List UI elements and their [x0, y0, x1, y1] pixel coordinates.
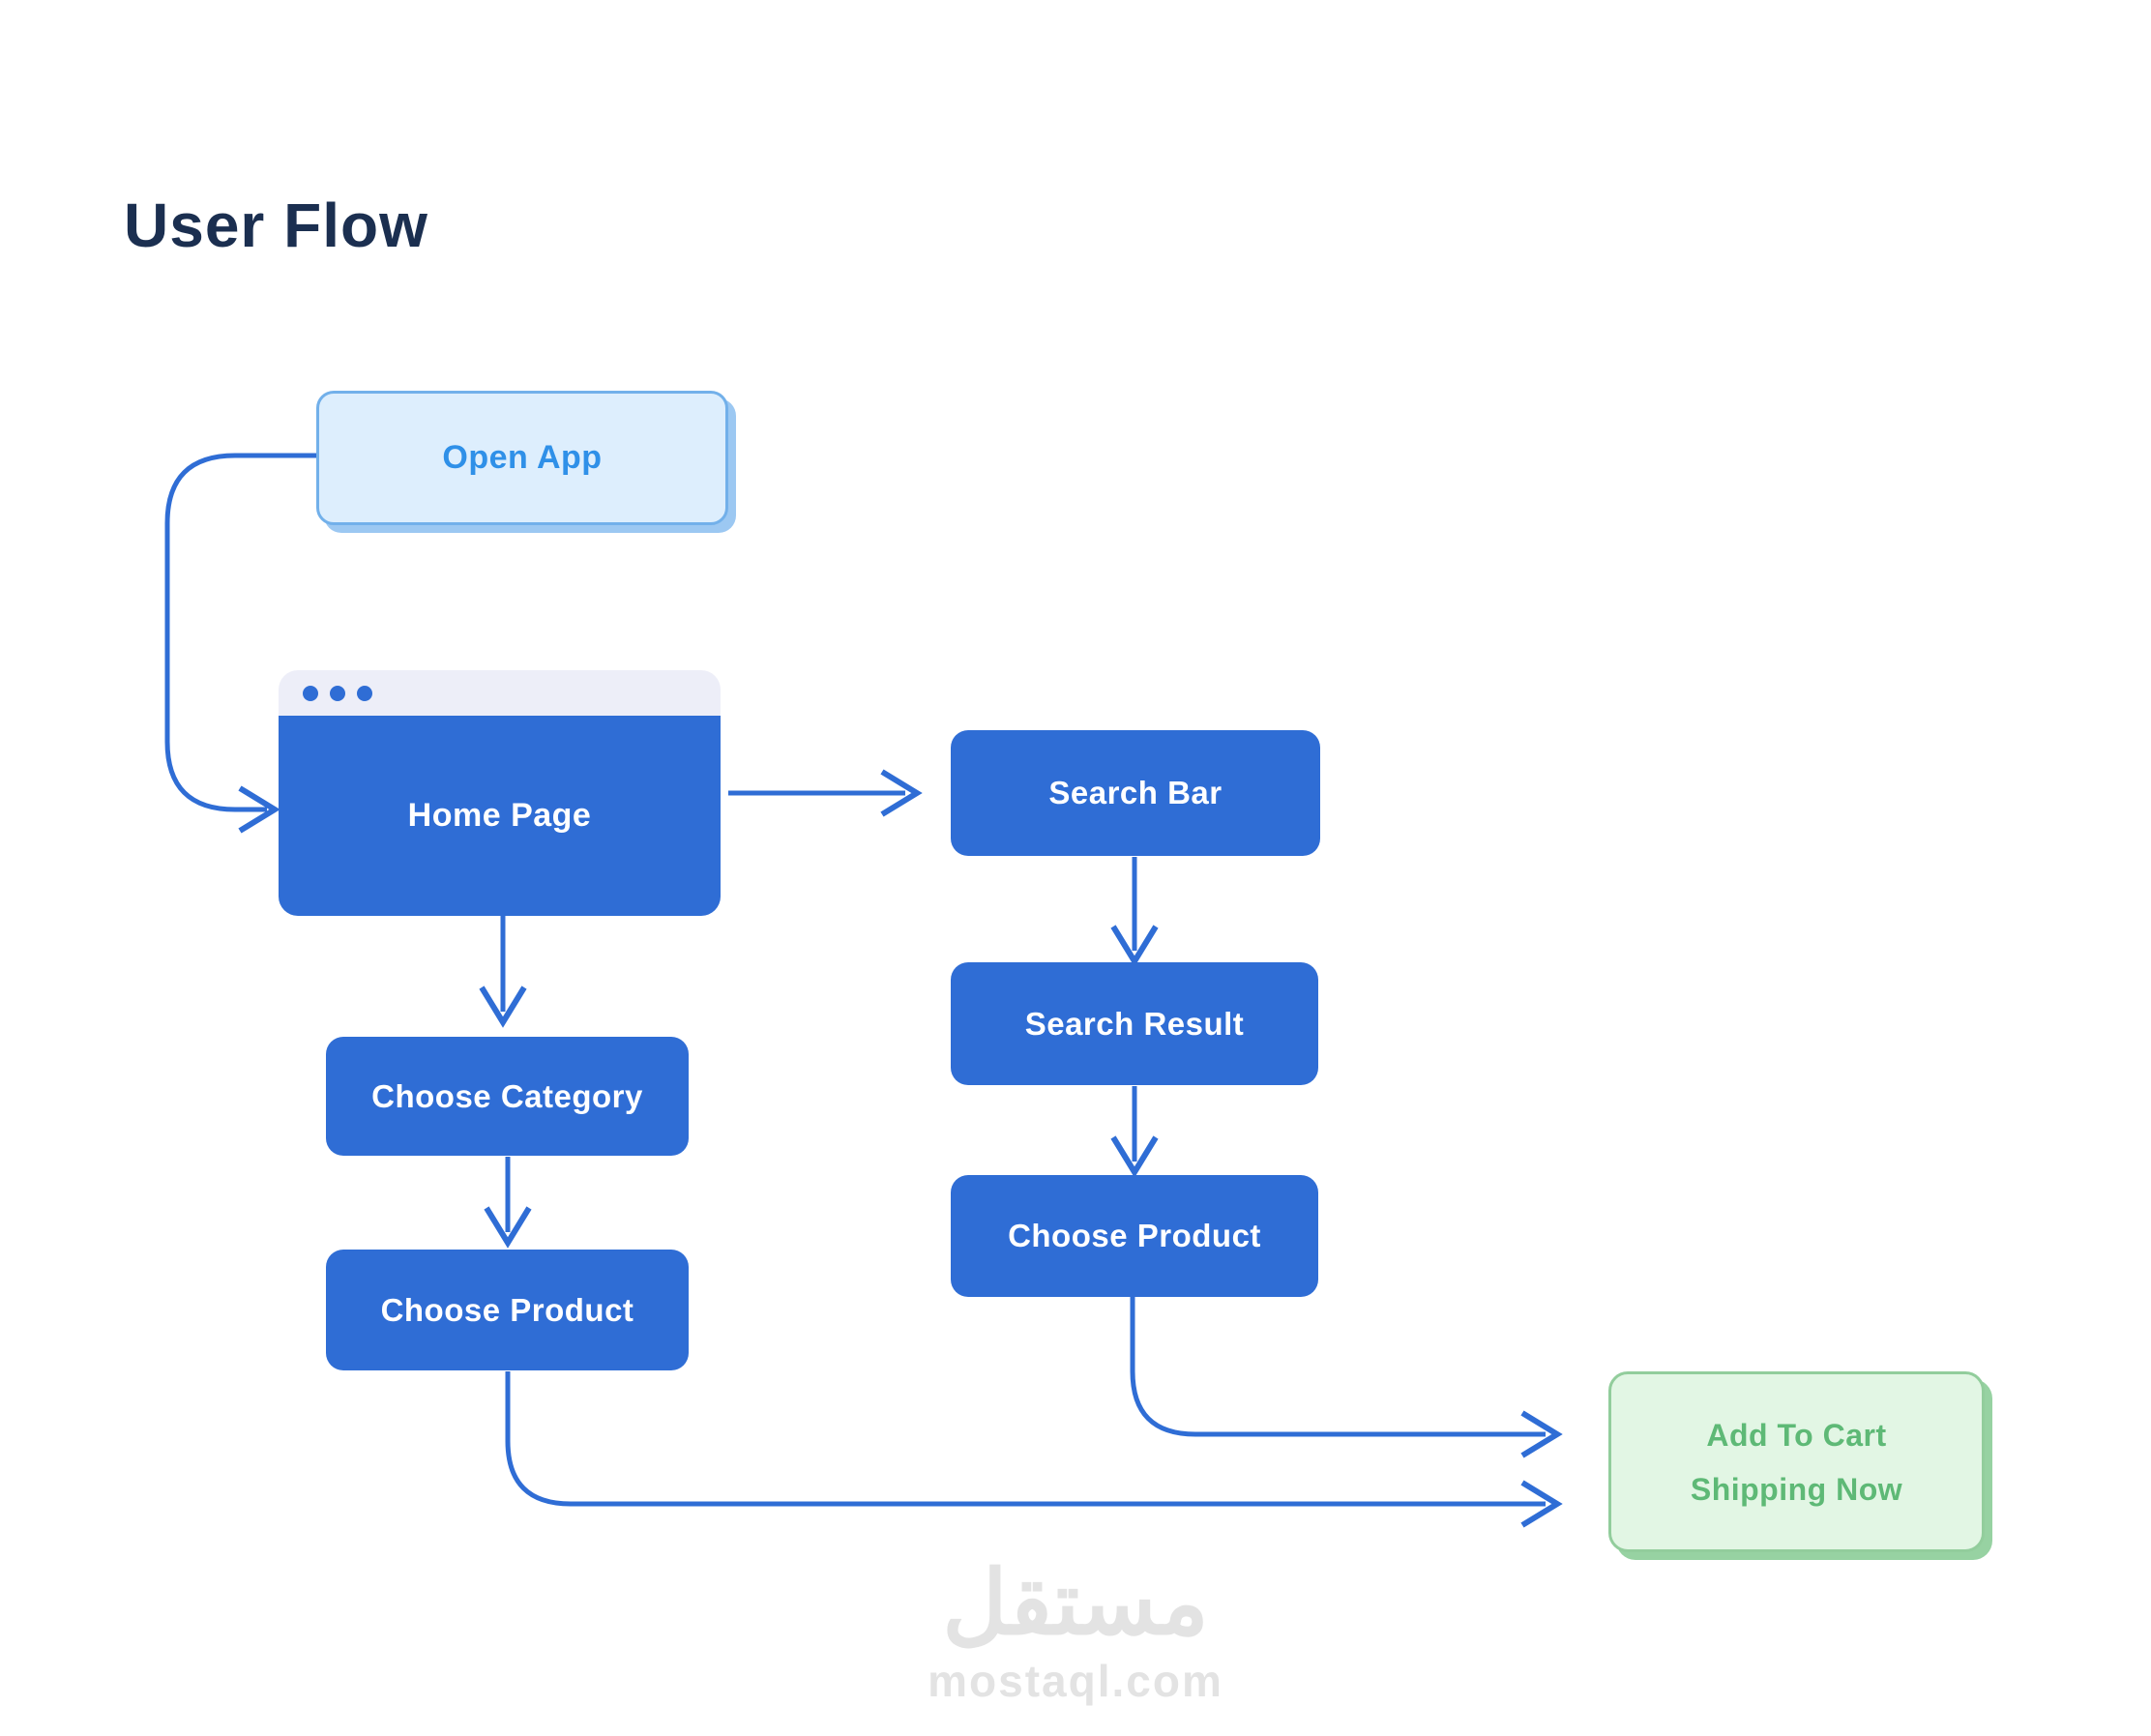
arrowhead-down-icon [479, 986, 527, 1028]
watermark: مستقل mostaql.com [882, 1554, 1269, 1707]
arrowhead-down-icon [484, 1206, 532, 1249]
node-open-app: Open App [316, 391, 728, 525]
node-add-to-cart: Add To Cart Shipping Now [1608, 1371, 1985, 1552]
window-dot-icon [357, 685, 372, 701]
arrowhead-down-icon [1110, 1135, 1159, 1178]
node-choose-product-search-label: Choose Product [1008, 1218, 1261, 1253]
edge-open-app-to-home-page [164, 453, 316, 834]
edge-choose-category-to-choose-product [484, 1157, 532, 1249]
node-search-result-label: Search Result [1024, 1005, 1245, 1042]
node-choose-category: Choose Category [326, 1037, 689, 1156]
edge-search-result-to-choose-product [1110, 1086, 1159, 1178]
node-choose-product-category: Choose Product [326, 1250, 689, 1370]
edge-choose-product-category-to-add-to-cart [505, 1371, 1563, 1528]
mostaql-logo: مستقل [942, 1554, 1209, 1653]
node-choose-category-label: Choose Category [371, 1077, 643, 1114]
arrowhead-down-icon [1110, 925, 1159, 967]
node-add-to-cart-line1: Add To Cart [1706, 1417, 1887, 1453]
browser-window-body: Home Page [279, 716, 721, 916]
window-dot-icon [303, 685, 318, 701]
mostaql-domain-text: mostaql.com [928, 1656, 1223, 1707]
edge-home-page-to-search-bar [728, 769, 923, 817]
arrowhead-right-icon [1520, 1480, 1563, 1528]
node-search-bar-label: Search Bar [1048, 775, 1223, 810]
node-add-to-cart-line2: Shipping Now [1690, 1471, 1903, 1507]
node-open-app-label: Open App [442, 439, 603, 476]
node-choose-product-search: Choose Product [951, 1175, 1318, 1297]
node-search-result: Search Result [951, 962, 1318, 1085]
edge-search-bar-to-search-result [1110, 857, 1159, 967]
browser-window-header [279, 670, 721, 716]
node-search-bar: Search Bar [951, 730, 1320, 856]
edge-choose-product-search-to-add-to-cart [1130, 1297, 1563, 1458]
arrowhead-right-icon [1520, 1410, 1563, 1458]
node-home-page: Home Page [279, 670, 721, 916]
node-choose-product-category-label: Choose Product [380, 1291, 634, 1328]
page-title: User Flow [124, 191, 428, 260]
node-home-page-label: Home Page [407, 797, 592, 834]
arrowhead-right-icon [880, 769, 923, 817]
window-dot-icon [330, 685, 345, 701]
edge-home-page-to-choose-category [479, 916, 527, 1028]
arrowhead-right-icon [238, 785, 280, 834]
